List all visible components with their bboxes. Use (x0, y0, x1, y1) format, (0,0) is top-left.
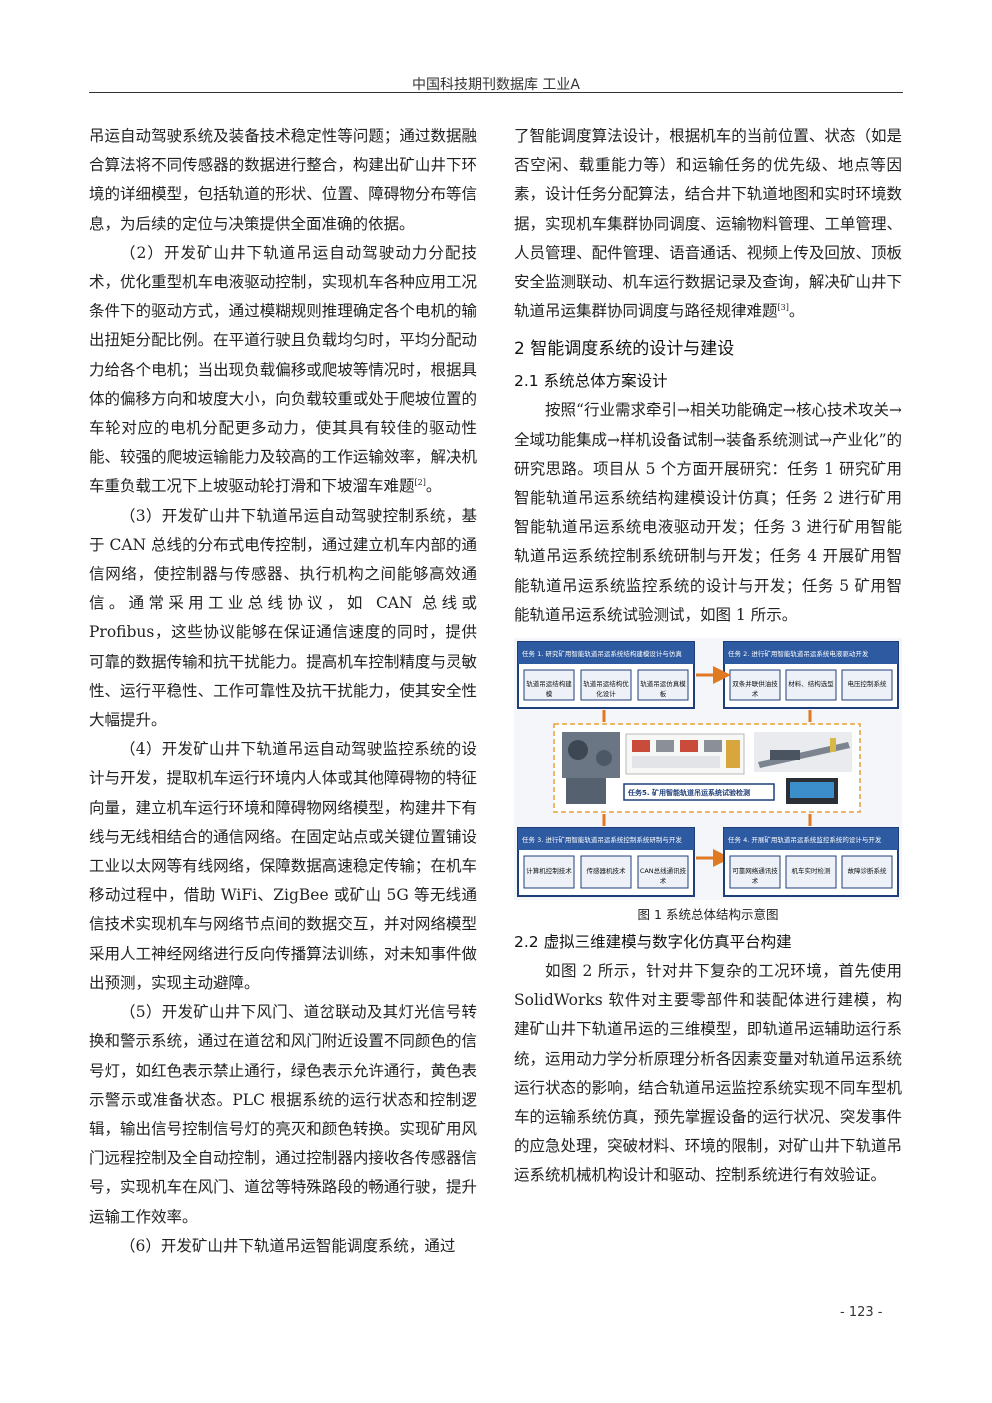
right-column: 了智能调度算法设计，根据机车的当前位置、状态（如是否空闲、载重能力等）和运输任务… (514, 122, 902, 1191)
page-number: - 123 - (840, 1305, 883, 1320)
task3-title: 任务 3. 进行矿用智能轨道吊运系统控制系统研制与开发 (522, 835, 682, 844)
paragraph-continuation: 吊运自动驾驶系统及装备技术稳定性等问题；通过数据融合算法将不同传感器的数据进行整… (89, 127, 477, 233)
task4-box: 任务 4. 开展矿用轨道吊运系统监控系统的设计与开发 可靠网络通讯技术 机车实时… (723, 827, 899, 898)
task4-item-2: 机车实时检测 (791, 867, 831, 876)
paragraph-continuation-right: 了智能调度算法设计，根据机车的当前位置、状态（如是否空闲、载重能力等）和运输任务… (514, 127, 902, 321)
task3-item-2: 传感器机技术 (586, 867, 626, 876)
paragraph-item-3: （3）开发矿山井下轨道吊运自动驾驶控制系统，基于 CAN 总线的分布式电传控制，… (89, 506, 477, 730)
paragraph-item-2: （2）开发矿山井下轨道吊运自动驾驶动力分配技术，优化重型机车电液驱动控制，实现机… (89, 243, 477, 496)
task4-item-1: 可靠网络通讯技术 (732, 867, 778, 886)
task2-item-2: 材料、结构选型 (788, 680, 834, 689)
paragraph-item-5: （5）开发矿山井下风门、道岔联动及其灯光信号转换和警示系统，通过在道岔和风门附近… (89, 1003, 477, 1226)
gear-photo (566, 778, 606, 805)
reference-mark[interactable]: [3] (777, 303, 789, 313)
task3-item-1: 计算机控制技术 (526, 867, 572, 876)
task4-item-3: 故障诊断系统 (847, 867, 887, 876)
figure-1-system-structure: 任务 1. 研究矿用智能轨道吊运系统结构建模设计与仿真 轨道吊运结构建模 轨道吊… (514, 638, 902, 901)
paragraph-item-4: （4）开发矿山井下轨道吊运自动驾驶监控系统的设计与开发，提取机车运行环境内人体或… (89, 740, 477, 992)
journal-header: 中国科技期刊数据库 工业A (411, 77, 581, 93)
task4-title: 任务 4. 开展矿用轨道吊运系统监控系统的设计与开发 (728, 835, 882, 844)
task1-box: 任务 1. 研究矿用智能轨道吊运系统结构建模设计与仿真 轨道吊运结构建模 轨道吊… (517, 641, 695, 710)
task2-box: 任务 2. 进行矿用智能轨道吊运系统电液驱动开发 双条并联供油技术 材料、结构选… (723, 641, 899, 710)
figure-diagram: 任务 1. 研究矿用智能轨道吊运系统结构建模设计与仿真 轨道吊运结构建模 轨道吊… (517, 641, 899, 898)
task1-item-3: 轨道吊运仿真模板 (640, 680, 686, 699)
task3-item-3: CAN总线通讯技术 (639, 867, 687, 886)
section-heading-2-1: 2.1 系统总体方案设计 (514, 372, 668, 391)
section-heading-2: 2 智能调度系统的设计与建设 (514, 339, 735, 360)
reference-mark[interactable]: [2] (414, 478, 426, 488)
paragraph-item-6: （6）开发矿山井下轨道吊运智能调度系统，通过 (120, 1236, 456, 1255)
section-heading-2-2: 2.2 虚拟三维建模与数字化仿真平台构建 (514, 933, 792, 952)
task2-title: 任务 2. 进行矿用智能轨道吊运系统电液驱动开发 (728, 649, 869, 658)
header-divider (89, 92, 903, 93)
left-column: 吊运自动驾驶系统及装备技术稳定性等问题；通过数据融合算法将不同传感器的数据进行整… (89, 122, 477, 1261)
task2-item-1: 双条并联供油技术 (732, 680, 778, 699)
task5-test-area: 任务5. 矿用智能轨道吊运系统试验检测 (553, 723, 861, 813)
task1-item-2: 轨道吊运结构优化设计 (583, 680, 629, 699)
task1-title: 任务 1. 研究矿用智能轨道吊运系统结构建模设计与仿真 (522, 649, 682, 658)
task3-box: 任务 3. 进行矿用智能轨道吊运系统控制系统研制与开发 计算机控制技术 传感器机… (517, 827, 695, 898)
paragraph-3d-modeling: 如图 2 所示，针对井下复杂的工况环境，首先使用 SolidWorks 软件对主… (514, 962, 902, 1185)
task2-item-3: 电压控制系统 (847, 680, 887, 689)
figure-1-caption: 图 1 系统总体结构示意图 (637, 907, 779, 923)
paragraph-research-plan: 按照“行业需求牵引→相关功能确定→核心技术攻关→全域功能集成→样机设备试制→装备… (514, 401, 902, 624)
task1-item-1: 轨道吊运结构建模 (526, 680, 572, 699)
task5-label: 任务5. 矿用智能轨道吊运系统试验检测 (627, 788, 750, 797)
